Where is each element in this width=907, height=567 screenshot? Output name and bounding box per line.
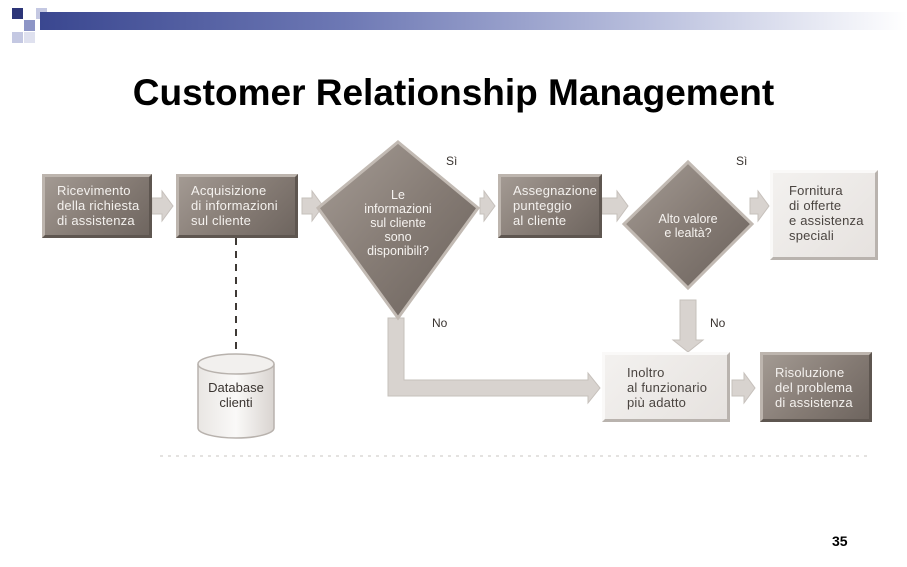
node-line: e lealtà? bbox=[664, 226, 712, 240]
node-line: informazioni bbox=[364, 202, 432, 216]
page-number: 35 bbox=[832, 533, 848, 549]
node-line: clienti bbox=[219, 395, 253, 410]
edge-label-si: Sì bbox=[446, 154, 458, 168]
node-assegnazione-punteggio: Assegnazione punteggio al cliente bbox=[498, 174, 602, 238]
node-line: del problema bbox=[775, 380, 853, 395]
node-line: di offerte bbox=[789, 198, 842, 213]
edge-label-si: Sì bbox=[736, 154, 748, 168]
node-line: sul cliente bbox=[370, 216, 426, 230]
node-line: Ricevimento bbox=[57, 183, 131, 198]
node-inoltro-funzionario: Inoltro al funzionario più adatto bbox=[602, 352, 730, 422]
node-line: e assistenza bbox=[789, 213, 864, 228]
arrow-right bbox=[731, 371, 756, 405]
node-line: di informazioni bbox=[191, 198, 278, 213]
node-line: Assegnazione bbox=[513, 183, 598, 198]
header-bar bbox=[40, 12, 907, 30]
decor-square bbox=[12, 32, 23, 43]
diagram-graphics bbox=[151, 140, 870, 457]
decor-square bbox=[12, 8, 23, 19]
decision-info-label: Le informazioni sul cliente sono disponi… bbox=[348, 188, 448, 258]
node-ricevimento-richiesta: Ricevimento della richiesta di assistenz… bbox=[42, 174, 152, 238]
database-label: Database clienti bbox=[196, 380, 276, 410]
node-line: sono bbox=[384, 230, 412, 244]
decision-valore-label: Alto valore e lealtà? bbox=[638, 212, 738, 240]
arrow-right bbox=[479, 189, 496, 223]
node-line: al cliente bbox=[513, 213, 567, 228]
node-fornitura-offerte: Fornitura di offerte e assistenza specia… bbox=[770, 170, 878, 260]
node-line: speciali bbox=[789, 228, 834, 243]
node-line: al funzionario bbox=[627, 380, 708, 395]
decision-diamond bbox=[621, 159, 755, 291]
decor-square bbox=[24, 20, 35, 31]
node-line: Risoluzione bbox=[775, 365, 845, 380]
arrow-down-right bbox=[387, 317, 601, 405]
node-line: punteggio bbox=[513, 198, 572, 213]
node-line: Inoltro bbox=[627, 365, 665, 380]
node-line: sul cliente bbox=[191, 213, 252, 228]
node-line: Alto valore bbox=[658, 212, 718, 226]
node-risoluzione-problema: Risoluzione del problema di assistenza bbox=[760, 352, 872, 422]
node-line: Le bbox=[391, 188, 405, 202]
arrow-right bbox=[301, 189, 324, 223]
node-line: Acquisizione bbox=[191, 183, 267, 198]
crm-flow-diagram: Ricevimento della richiesta di assistenz… bbox=[40, 140, 880, 460]
node-line: di assistenza bbox=[775, 395, 853, 410]
node-line: disponibili? bbox=[367, 244, 429, 258]
node-line: Database bbox=[208, 380, 264, 395]
arrow-right bbox=[601, 189, 629, 223]
decision-diamond bbox=[315, 140, 481, 321]
arrow-down bbox=[671, 299, 705, 353]
edge-label-no: No bbox=[432, 316, 448, 330]
node-line: della richiesta bbox=[57, 198, 140, 213]
node-line: di assistenza bbox=[57, 213, 135, 228]
node-line: più adatto bbox=[627, 395, 687, 410]
slide-title: Customer Relationship Management bbox=[132, 72, 775, 113]
arrow-right bbox=[749, 189, 770, 223]
node-line: Fornitura bbox=[789, 183, 843, 198]
database-cylinder bbox=[197, 353, 275, 439]
arrow-right bbox=[151, 189, 174, 223]
edge-label-no: No bbox=[710, 316, 726, 330]
node-acquisizione-informazioni: Acquisizione di informazioni sul cliente bbox=[176, 174, 298, 238]
decor-square bbox=[24, 32, 35, 43]
